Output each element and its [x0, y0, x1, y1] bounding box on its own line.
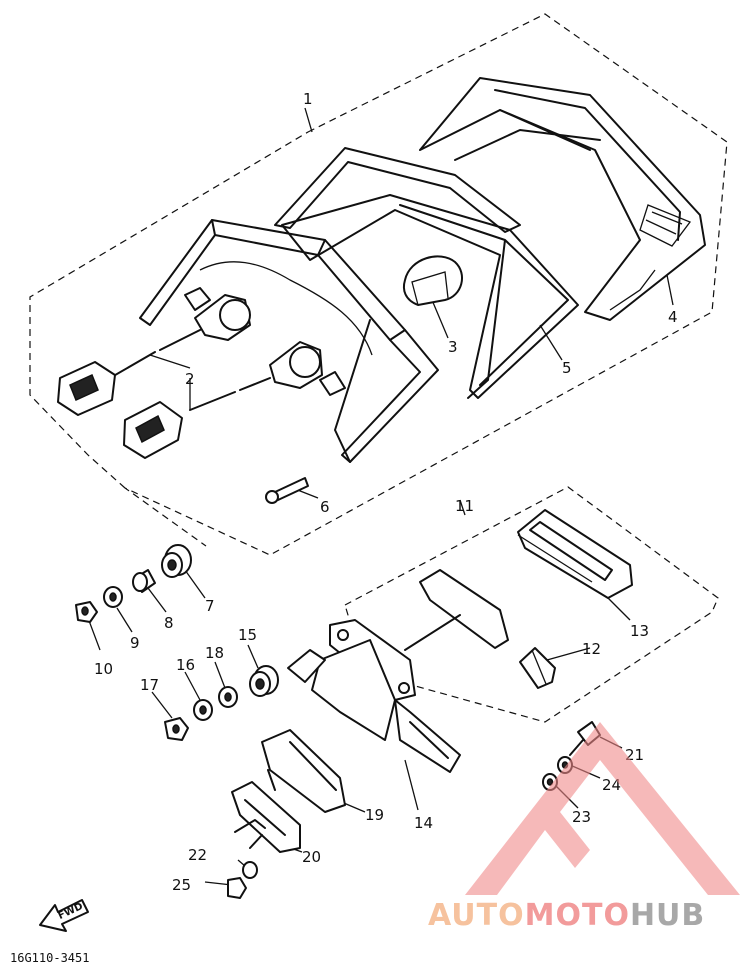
socket-plate-20 [231, 781, 301, 853]
forward-arrow-icon: FWD [39, 899, 89, 932]
grommet-15 [249, 665, 279, 697]
callout-11: 11 [455, 497, 474, 515]
callout-25: 25 [172, 876, 191, 894]
callout-16: 16 [176, 656, 195, 674]
callout-10: 10 [94, 660, 113, 678]
callout-20: 20 [302, 848, 321, 866]
callout-3: 3 [448, 338, 458, 356]
callout-13: 13 [630, 622, 649, 640]
license-light-housing-19 [261, 729, 346, 813]
watermark-logo: AUTOMOTOHUB [428, 722, 740, 933]
callout-14: 14 [414, 814, 433, 832]
lens-gasket [281, 194, 579, 399]
watermark-text-auto: AUTO [428, 898, 525, 933]
washer-9 [103, 586, 123, 608]
callout-5: 5 [562, 359, 572, 377]
callout-24: 24 [602, 776, 621, 794]
tail-lens-housing [419, 77, 706, 321]
drawing-code: 16G110-3451 [10, 951, 89, 965]
watermark-triangle [465, 722, 740, 895]
callout-2: 2 [185, 370, 195, 388]
washer-16 [193, 699, 213, 721]
tail-light-frame [139, 147, 521, 463]
bulb-sockets-and-wires [57, 287, 346, 459]
callout-22: 22 [188, 846, 207, 864]
nut-25 [227, 877, 247, 899]
callout-12: 12 [582, 640, 601, 658]
collar-8 [132, 569, 156, 593]
nut-17 [164, 717, 189, 741]
watermark-text-moto: MOTO [525, 898, 630, 933]
nut-10 [75, 601, 98, 623]
callout-numbers: 1 2 3 4 5 6 7 8 9 10 11 12 13 14 15 16 1… [94, 90, 678, 894]
license-light-cover [404, 569, 509, 651]
callout-17: 17 [140, 676, 159, 694]
callout-23: 23 [572, 808, 591, 826]
washer-18 [218, 686, 238, 708]
callout-7: 7 [205, 597, 215, 615]
assembly-boundary-1 [29, 13, 728, 556]
callout-6: 6 [320, 498, 330, 516]
callout-1: 1 [303, 90, 313, 108]
svg-text:AUTOMOTOHUB: AUTOMOTOHUB [428, 898, 705, 933]
callout-4: 4 [668, 308, 678, 326]
callout-19: 19 [365, 806, 384, 824]
tail-bulb [402, 255, 464, 306]
license-light-lens-13 [517, 509, 633, 599]
screw-6 [265, 477, 309, 504]
part-22 [242, 861, 258, 879]
callout-9: 9 [130, 634, 140, 652]
license-light-bracket-14 [287, 619, 461, 773]
grommet-7 [161, 544, 192, 578]
license-bulb-12 [519, 647, 556, 689]
callout-8: 8 [164, 614, 174, 632]
callout-18: 18 [205, 644, 224, 662]
callout-15: 15 [238, 626, 257, 644]
watermark-text-hub: HUB [630, 898, 705, 933]
